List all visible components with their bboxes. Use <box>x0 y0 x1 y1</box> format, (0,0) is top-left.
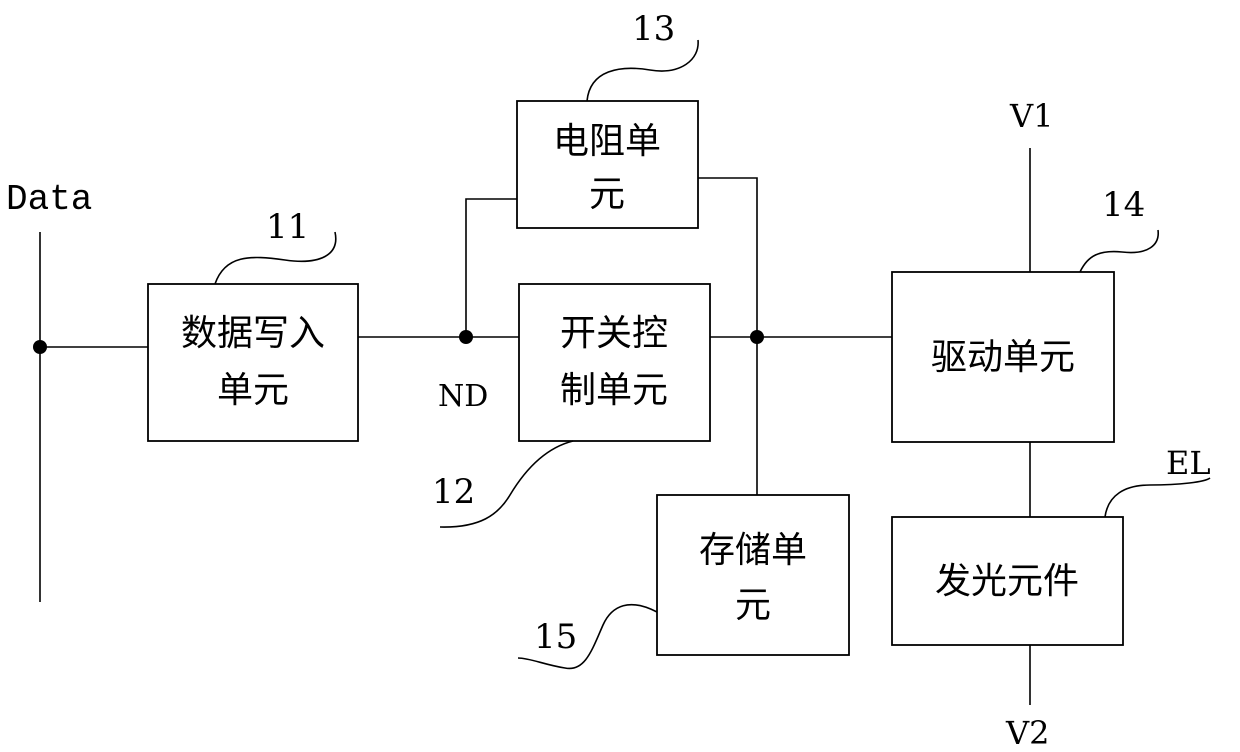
resistor-text-line1: 电阻单 <box>553 121 661 162</box>
ref-11: 11 <box>266 207 309 247</box>
block-data-write <box>148 284 358 441</box>
block-storage <box>657 495 849 655</box>
block-switch-control <box>519 284 710 441</box>
label-data: Data <box>6 179 92 220</box>
ref-12: 12 <box>432 472 475 512</box>
switch-text-line2: 制单元 <box>560 370 668 411</box>
label-v1: V1 <box>1009 97 1053 135</box>
wire-nd-to-resistor <box>466 199 517 337</box>
ref-15: 15 <box>534 617 577 657</box>
leader-14 <box>1080 230 1158 272</box>
data-write-text-line1: 数据写入 <box>181 313 325 354</box>
label-v2: V2 <box>1005 714 1049 752</box>
switch-text-line1: 开关控 <box>560 313 668 354</box>
ref-14: 14 <box>1102 185 1145 225</box>
label-nd: ND <box>438 379 488 414</box>
leader-13 <box>587 40 698 101</box>
drive-text: 驱动单元 <box>931 337 1075 378</box>
ref-13: 13 <box>632 9 675 49</box>
resistor-text-line2: 元 <box>589 174 625 215</box>
leader-el <box>1105 478 1210 517</box>
storage-text-line2: 元 <box>735 585 771 626</box>
light-emitter-text: 发光元件 <box>935 561 1079 602</box>
junction-data <box>33 340 47 354</box>
data-write-text-line2: 单元 <box>217 370 289 411</box>
storage-text-line1: 存储单 <box>699 530 807 571</box>
label-el: EL <box>1166 444 1211 482</box>
junction-nd <box>459 330 473 344</box>
junction-drive <box>750 330 764 344</box>
